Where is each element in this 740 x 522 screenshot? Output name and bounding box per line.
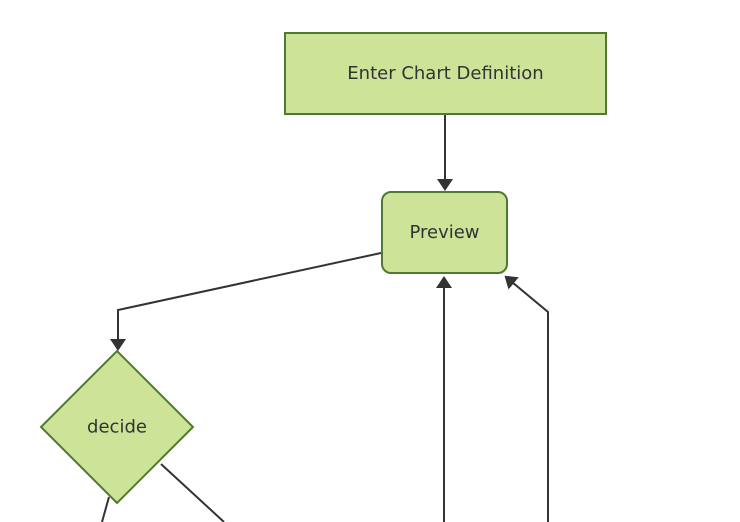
edge-preview-to-decide: [110, 252, 382, 351]
node-preview: Preview: [381, 191, 508, 274]
edge-decide-to-offscreen-left: [101, 496, 110, 522]
node-enter-chart-definition-label: Enter Chart Definition: [347, 62, 544, 84]
edge-decide-to-offscreen-right: [160, 463, 225, 522]
node-preview-label: Preview: [409, 221, 480, 243]
edge-offscreen-right-to-preview: [504, 275, 549, 522]
node-enter-chart-definition: Enter Chart Definition: [284, 32, 607, 115]
node-decide-shape: [39, 349, 195, 505]
node-decide-label: decide: [87, 416, 147, 438]
